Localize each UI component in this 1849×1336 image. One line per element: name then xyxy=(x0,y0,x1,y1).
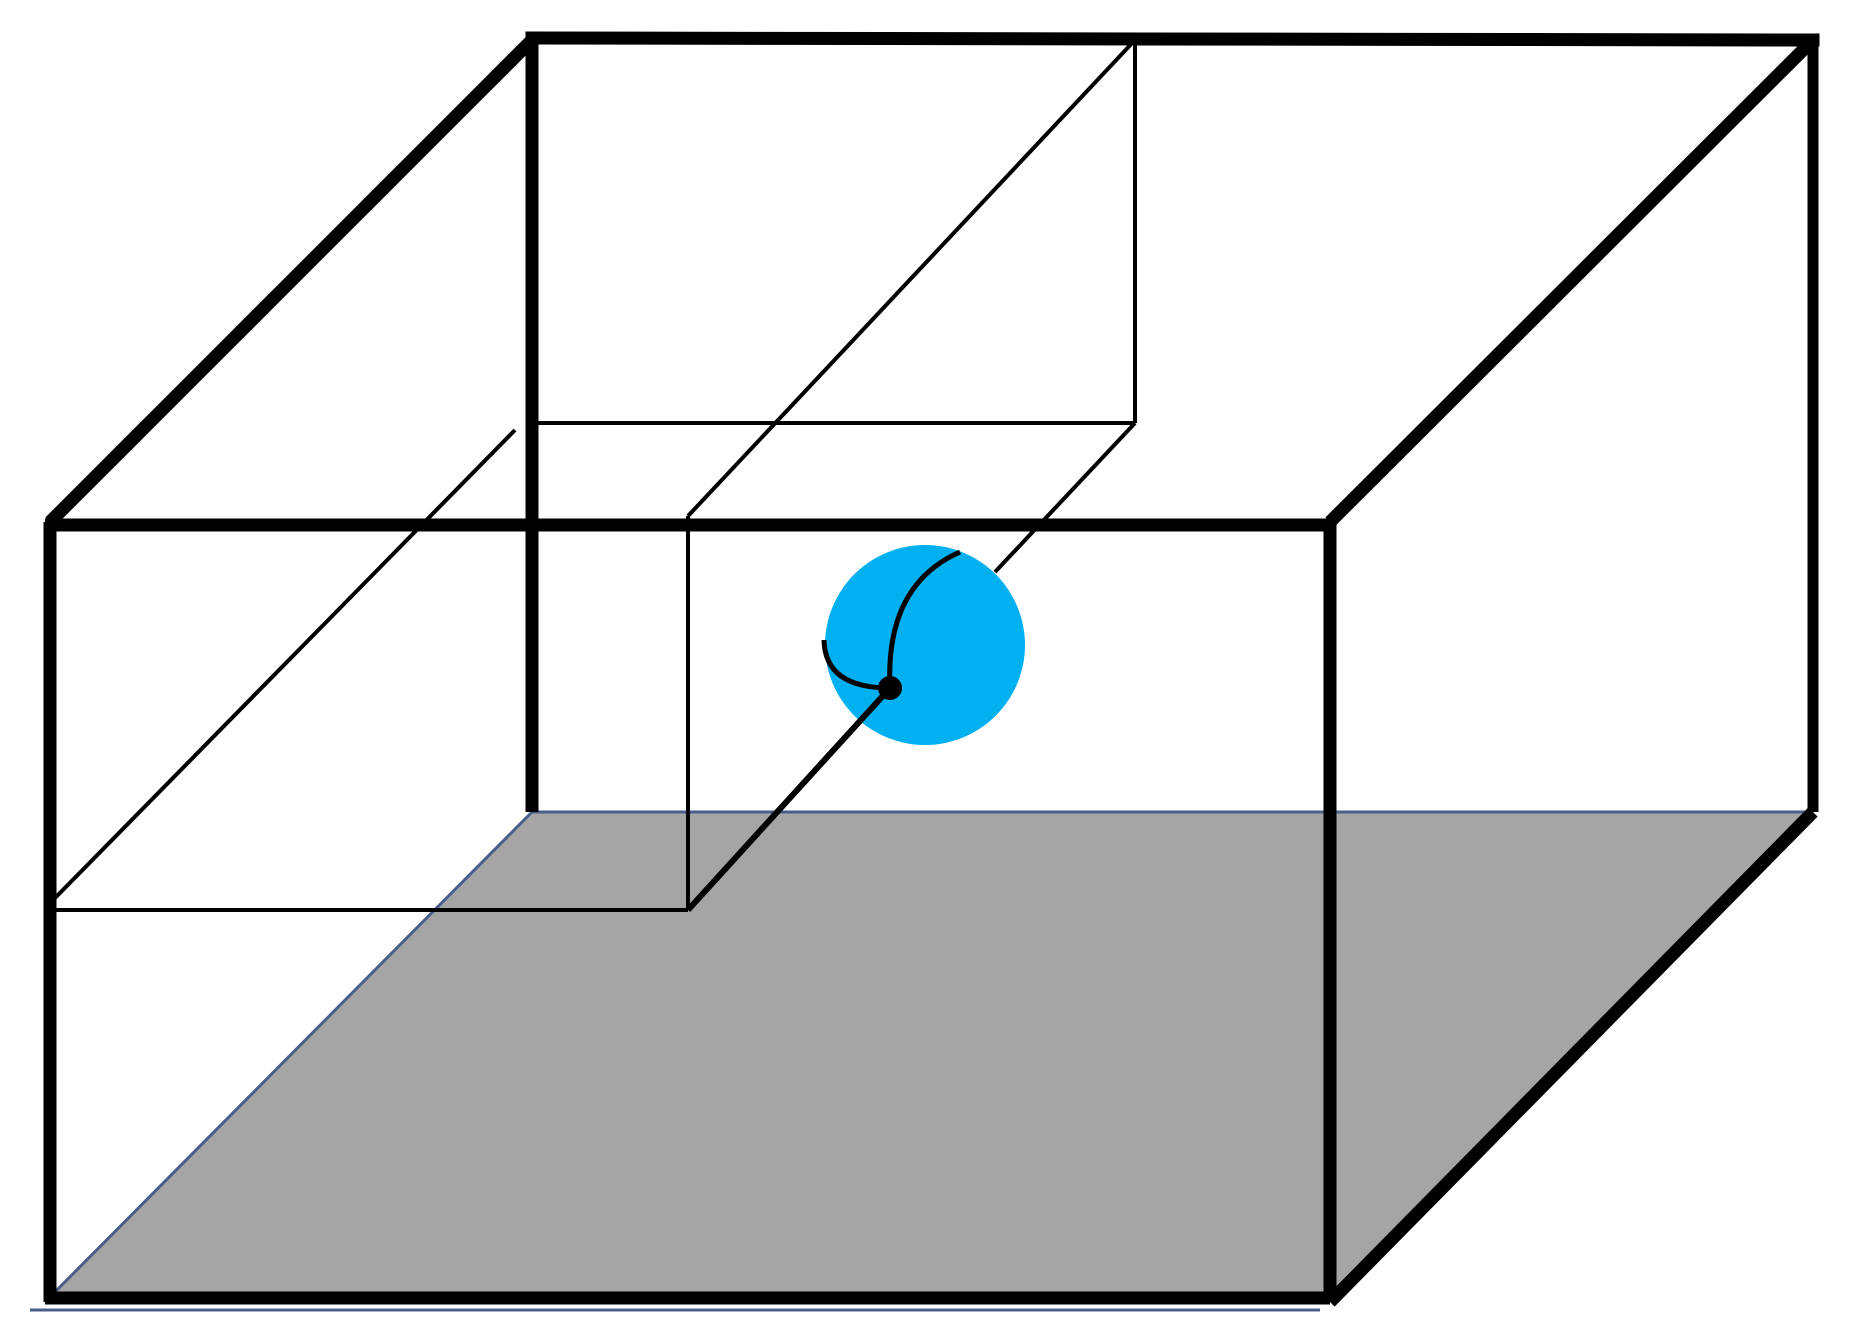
inner-left-diagonal xyxy=(53,428,517,900)
lower-arc xyxy=(821,639,891,691)
bottom-right-diagonal xyxy=(1325,807,1818,1307)
inner-top-diagonal xyxy=(686,38,1137,518)
floor-plane xyxy=(45,812,1813,1302)
upper-arc xyxy=(887,549,962,689)
pendulum-rod xyxy=(685,685,893,913)
blue-sphere xyxy=(825,545,1025,745)
floor-edge-left-diagonal xyxy=(43,810,534,1304)
inner-bottom-diagonal-upper xyxy=(993,421,1137,574)
pivot-point xyxy=(878,676,902,700)
top-right-diagonal xyxy=(1325,35,1818,527)
back-top-edge xyxy=(525,31,1820,47)
top-left-diagonal xyxy=(45,35,537,527)
